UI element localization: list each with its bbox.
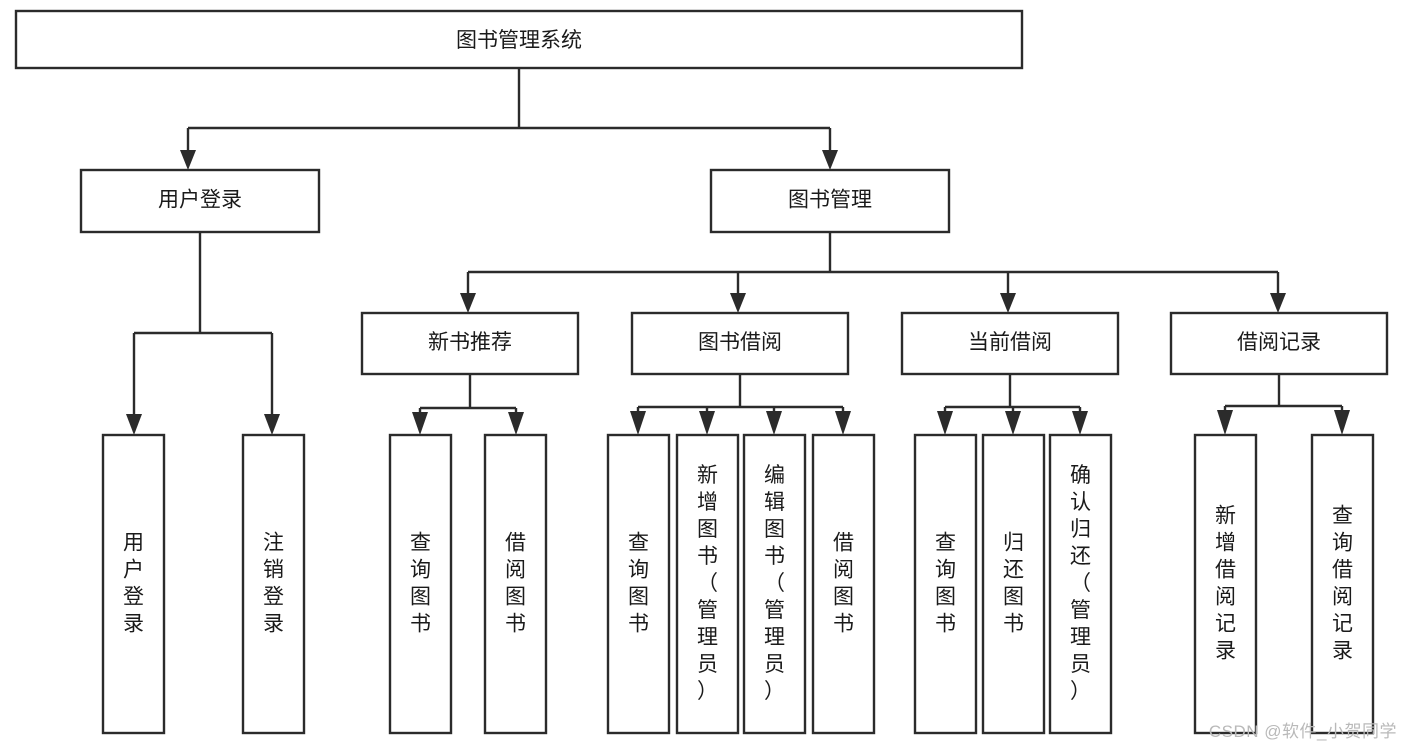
node-leaf-query-book-2-box[interactable] (606, 433, 671, 735)
connector-group-book-borrow (630, 374, 851, 435)
node-new-book-recommend-label: 新书推荐 (428, 331, 512, 354)
node-leaf-user-logout-box[interactable] (241, 433, 306, 735)
node-root-box[interactable] (14, 9, 1024, 70)
node-book-management-box[interactable] (709, 168, 951, 234)
arrow-head-icon (630, 411, 646, 435)
arrow-head-icon (412, 412, 428, 435)
arrow-head-icon (1217, 410, 1233, 435)
node-leaf-query-book-2-label: 查询图书 (628, 531, 649, 635)
connector-group-new-book-recommend (412, 374, 524, 435)
node-leaf-add-borrow-record-label: 新增借阅记录 (1215, 504, 1236, 662)
node-leaf-edit-book-admin[interactable]: 编辑图书（管理员） (742, 433, 807, 735)
node-leaf-add-borrow-record[interactable]: 新增借阅记录 (1193, 433, 1258, 735)
node-leaf-return-book-box[interactable] (981, 433, 1046, 735)
node-new-book-recommend-box[interactable] (360, 311, 580, 376)
node-user-login-box[interactable] (79, 168, 321, 234)
arrow-head-icon (180, 150, 196, 170)
arrow-head-icon (126, 414, 142, 435)
node-leaf-user-login-label: 用户登录 (123, 531, 144, 635)
node-leaf-user-login-box[interactable] (101, 433, 166, 735)
node-borrow-record-label: 借阅记录 (1237, 331, 1321, 354)
node-leaf-borrow-book-1[interactable]: 借阅图书 (483, 433, 548, 735)
node-leaf-add-book-admin[interactable]: 新增图书（管理员） (675, 433, 740, 735)
arrow-head-icon (1072, 411, 1088, 435)
node-leaf-borrow-book-1-box[interactable] (483, 433, 548, 735)
node-leaf-query-book-2[interactable]: 查询图书 (606, 433, 671, 735)
connector-group-user-login (126, 232, 280, 435)
node-leaf-confirm-return-admin-label: 确认归还（管理员） (1070, 464, 1091, 703)
arrow-head-icon (766, 411, 782, 435)
node-root[interactable]: 图书管理系统 (14, 9, 1024, 70)
node-borrow-record[interactable]: 借阅记录 (1169, 311, 1389, 376)
arrow-head-icon (508, 412, 524, 435)
node-leaf-query-book-1-label: 查询图书 (410, 531, 431, 635)
node-user-login[interactable]: 用户登录 (79, 168, 321, 234)
arrow-head-icon (937, 411, 953, 435)
node-leaf-user-login[interactable]: 用户登录 (101, 433, 166, 735)
node-leaf-query-borrow-record-label: 查询借阅记录 (1332, 504, 1353, 662)
arrow-head-icon (730, 293, 746, 313)
arrow-head-icon (1000, 293, 1016, 313)
node-leaf-edit-book-admin-box[interactable] (742, 433, 807, 735)
connector-group-book-management (460, 232, 1286, 313)
node-new-book-recommend[interactable]: 新书推荐 (360, 311, 580, 376)
node-root-label: 图书管理系统 (456, 29, 582, 52)
node-leaf-edit-book-admin-label: 编辑图书（管理员） (764, 464, 785, 703)
leaf-nodes-group: 用户登录 注销登录 查询图书 借阅图书 查询图书 新增图书（管理员） 编辑图书（管理员） 借阅… (101, 433, 1375, 735)
arrow-head-icon (822, 150, 838, 170)
node-leaf-borrow-book-2[interactable]: 借阅图书 (811, 433, 876, 735)
node-user-login-label: 用户登录 (158, 189, 242, 212)
arrow-head-icon (460, 293, 476, 313)
connector-group-borrow-record (1217, 374, 1350, 435)
node-leaf-user-logout-label: 注销登录 (263, 531, 284, 635)
node-leaf-query-book-3[interactable]: 查询图书 (913, 433, 978, 735)
node-leaf-add-book-admin-box[interactable] (675, 433, 740, 735)
node-leaf-borrow-book-2-label: 借阅图书 (833, 531, 854, 635)
node-leaf-query-book-1-box[interactable] (388, 433, 453, 735)
arrow-head-icon (699, 411, 715, 435)
node-leaf-user-logout[interactable]: 注销登录 (241, 433, 306, 735)
node-book-borrow-box[interactable] (630, 311, 850, 376)
arrow-head-icon (1334, 410, 1350, 435)
node-leaf-add-book-admin-label: 新增图书（管理员） (697, 464, 718, 703)
node-leaf-query-borrow-record-box[interactable] (1310, 433, 1375, 735)
node-book-borrow-label: 图书借阅 (698, 331, 782, 354)
node-current-borrow-label: 当前借阅 (968, 331, 1052, 354)
node-leaf-borrow-book-1-label: 借阅图书 (505, 531, 526, 635)
arrow-head-icon (1270, 293, 1286, 313)
node-current-borrow[interactable]: 当前借阅 (900, 311, 1120, 376)
node-leaf-query-book-3-label: 查询图书 (935, 531, 956, 635)
node-leaf-query-book-3-box[interactable] (913, 433, 978, 735)
csdn-watermark: CSDN @软件_小贺同学 (1208, 722, 1397, 741)
node-book-management-label: 图书管理 (788, 189, 872, 212)
arrow-head-icon (835, 411, 851, 435)
connector-group-root (180, 68, 838, 170)
node-leaf-return-book-label: 归还图书 (1003, 531, 1024, 635)
node-leaf-return-book[interactable]: 归还图书 (981, 433, 1046, 735)
node-leaf-add-borrow-record-box[interactable] (1193, 433, 1258, 735)
arrow-head-icon (264, 414, 280, 435)
node-leaf-query-borrow-record[interactable]: 查询借阅记录 (1310, 433, 1375, 735)
node-book-management[interactable]: 图书管理 (709, 168, 951, 234)
node-book-borrow[interactable]: 图书借阅 (630, 311, 850, 376)
node-leaf-borrow-book-2-box[interactable] (811, 433, 876, 735)
node-leaf-confirm-return-admin[interactable]: 确认归还（管理员） (1048, 433, 1113, 735)
connector-group-current-borrow (937, 374, 1088, 435)
node-borrow-record-box[interactable] (1169, 311, 1389, 376)
node-leaf-confirm-return-admin-box[interactable] (1048, 433, 1113, 735)
node-leaf-query-book-1[interactable]: 查询图书 (388, 433, 453, 735)
node-current-borrow-box[interactable] (900, 311, 1120, 376)
arrow-head-icon (1005, 411, 1021, 435)
